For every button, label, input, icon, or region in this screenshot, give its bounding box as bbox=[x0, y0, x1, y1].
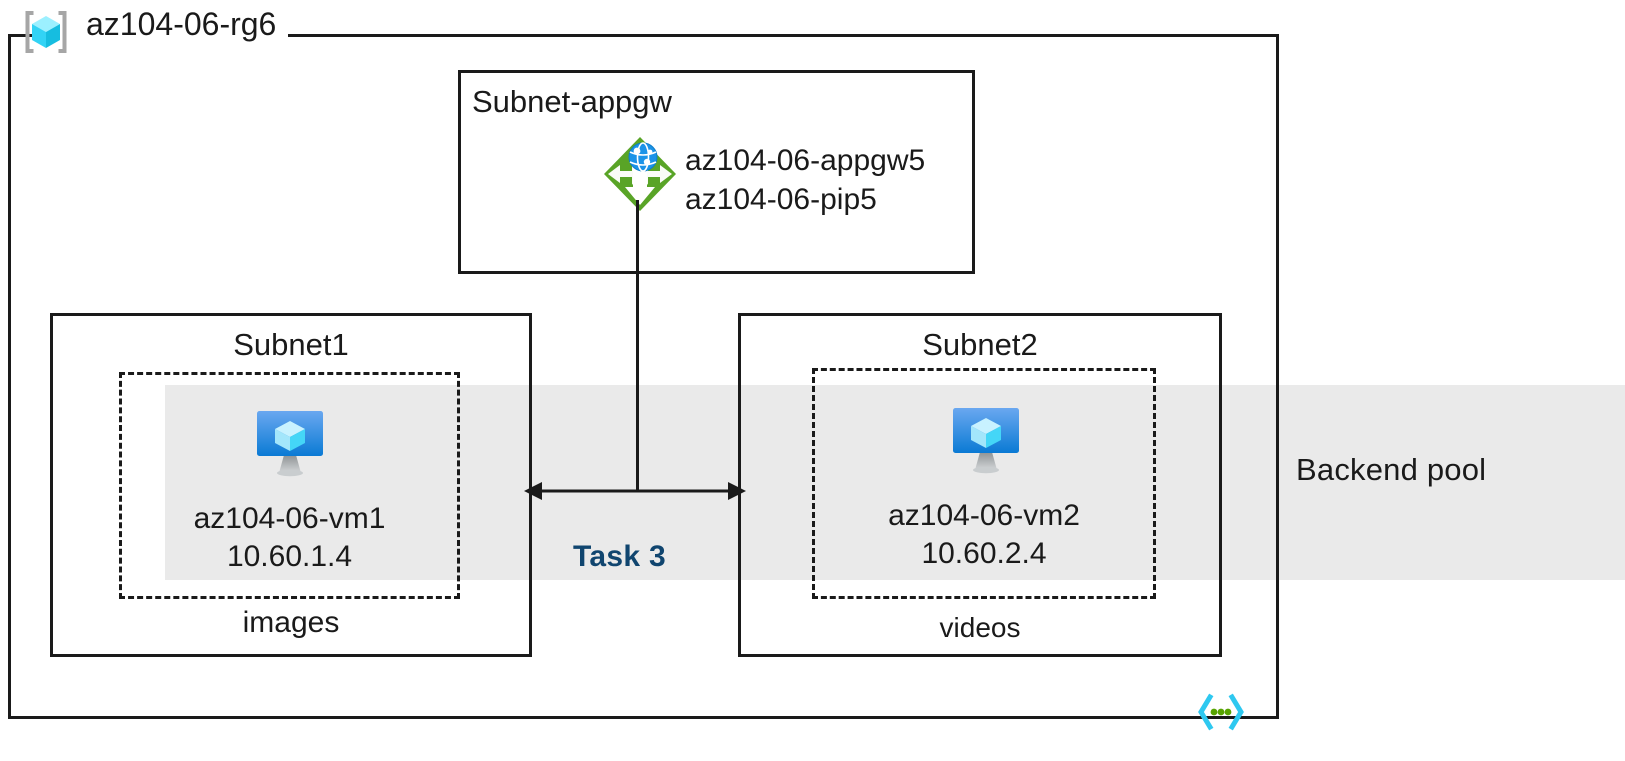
appgw-resource-names: az104-06-appgw5 az104-06-pip5 bbox=[685, 141, 925, 219]
subnet2-title: Subnet2 bbox=[922, 327, 1038, 362]
resource-group-cube-icon bbox=[20, 6, 72, 58]
subnet2-box bbox=[738, 313, 1222, 657]
vm2-name: az104-06-vm2 bbox=[888, 499, 1080, 532]
subnet1-box bbox=[50, 313, 532, 657]
resource-group-name: az104-06-rg6 bbox=[86, 6, 277, 42]
subnet1-footer-label: images bbox=[242, 606, 340, 639]
resource-group-border-left bbox=[8, 34, 11, 719]
backend-pool-band bbox=[165, 385, 1625, 580]
backend-pool-label: Backend pool bbox=[1296, 452, 1487, 487]
subnet2-footer-label: videos bbox=[939, 612, 1021, 643]
resource-group-border-right bbox=[1276, 34, 1279, 719]
resource-group-border-bottom bbox=[8, 716, 1279, 719]
resource-group-border-top-left bbox=[8, 34, 34, 37]
subnet-appgw-title: Subnet-appgw bbox=[472, 84, 672, 119]
vm1-ip-address: 10.60.1.4 bbox=[226, 540, 353, 573]
subnet-connection-arrow bbox=[522, 472, 748, 510]
resource-group-border-top-right bbox=[288, 34, 1279, 37]
subnet-appgw-box bbox=[458, 70, 975, 274]
vm1-labels: az104-06-vm1 10.60.1.4 bbox=[119, 500, 460, 576]
application-gateway-icon bbox=[602, 135, 678, 213]
task-3-annotation: Task 3 bbox=[573, 540, 666, 573]
vm1-name: az104-06-vm1 bbox=[193, 502, 386, 535]
code-brackets-icon bbox=[1195, 693, 1247, 731]
virtual-machine-icon bbox=[949, 403, 1023, 475]
subnet1-inner-dashed-boundary bbox=[119, 372, 460, 599]
appgw-name-line-2: az104-06-pip5 bbox=[685, 183, 877, 216]
appgw-name-line-1: az104-06-appgw5 bbox=[685, 144, 926, 177]
vm2-labels: az104-06-vm2 10.60.2.4 bbox=[812, 497, 1156, 573]
subnet1-title: Subnet1 bbox=[233, 327, 349, 362]
gateway-connector-line bbox=[636, 200, 639, 492]
vm2-ip-address: 10.60.2.4 bbox=[921, 537, 1047, 570]
virtual-machine-icon bbox=[253, 406, 327, 478]
subnet2-inner-dashed-boundary bbox=[812, 368, 1156, 599]
